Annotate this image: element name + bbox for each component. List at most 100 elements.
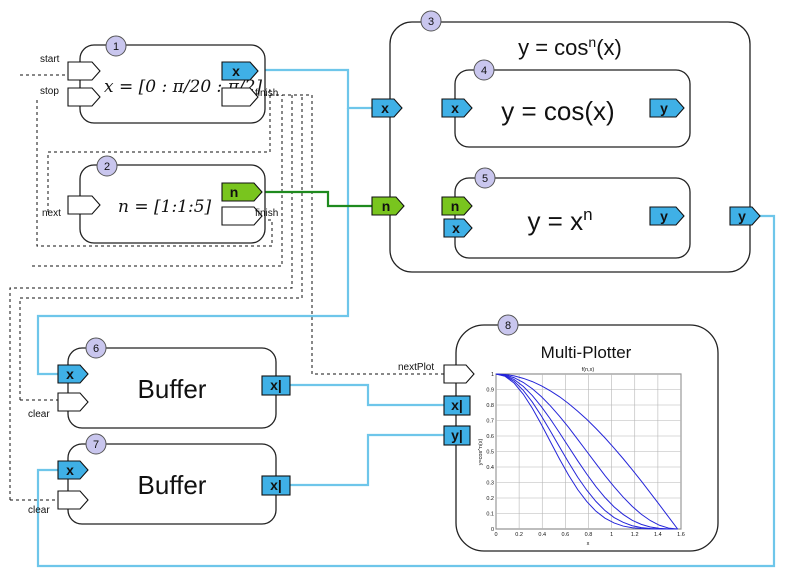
- cos-x-input-port[interactable]: [441, 98, 473, 118]
- start-label: start: [40, 54, 60, 65]
- power-n-input-port[interactable]: [441, 196, 473, 216]
- block-number-badge: [474, 167, 496, 189]
- y-tick-label: 0.3: [486, 481, 494, 487]
- control-wires: [9, 74, 446, 501]
- block-number-badge: [420, 10, 442, 32]
- power-x-input-port[interactable]: [443, 218, 473, 238]
- buffer-block-2[interactable]: Buffer 7 x clear x|: [28, 433, 291, 525]
- n-output-label: n: [230, 184, 239, 200]
- stop-label: stop: [40, 86, 59, 97]
- cosn-x-label: x: [381, 100, 389, 116]
- x-tick-label: 0.6: [562, 532, 570, 538]
- buffer-2-clear-input[interactable]: [57, 490, 89, 510]
- block-1-number: 1: [113, 41, 119, 53]
- start-input-port[interactable]: [67, 61, 101, 81]
- y-tick-label: 0.2: [486, 496, 494, 502]
- buffer-2-x-input[interactable]: [57, 460, 89, 480]
- y-tick-label: 0.5: [486, 450, 494, 456]
- multi-plotter-block[interactable]: Multi-Plotter 8 nextPlot x| y| f(n,x) x …: [398, 314, 719, 552]
- block-number-badge: [497, 314, 519, 336]
- block-7-number: 7: [93, 439, 99, 451]
- series-line-2: [495, 373, 678, 530]
- x-tick-label: 1.2: [631, 532, 639, 538]
- block-number-badge: [473, 59, 495, 81]
- cosn-x-input-port[interactable]: [371, 98, 403, 118]
- power-block[interactable]: y = xn 5 n x y: [441, 167, 691, 259]
- next-plot-label: nextPlot: [398, 362, 434, 373]
- cosn-n-input-port[interactable]: [371, 196, 405, 216]
- buffer-1-output-port[interactable]: [261, 375, 291, 396]
- x-output-port[interactable]: [221, 61, 259, 81]
- next-label: next: [42, 208, 61, 219]
- block-2-number: 2: [104, 161, 110, 173]
- y-tick-label: 0.8: [486, 403, 494, 409]
- x-tick-label: 0.4: [538, 532, 546, 538]
- buffer-1-title: Buffer: [138, 374, 207, 404]
- plotter-title: Multi-Plotter: [541, 343, 632, 362]
- finish-output-port[interactable]: [221, 87, 259, 107]
- power-y-label: y: [660, 208, 668, 224]
- chart-ylabel: y=cos^n(x): [478, 439, 484, 466]
- x-tick-label: 1: [610, 532, 613, 538]
- cosn-y-label: y: [738, 208, 746, 224]
- plotter-x-input[interactable]: [443, 395, 471, 416]
- power-x-label: x: [452, 220, 460, 236]
- buffer-1-x-input[interactable]: [57, 364, 89, 384]
- power-y-output-port[interactable]: [649, 206, 685, 226]
- buffer-1-clear-label: clear: [28, 409, 50, 420]
- next-input-port[interactable]: [67, 195, 101, 215]
- block-3-number: 3: [428, 16, 434, 28]
- buffer-1-x-label: x: [66, 366, 74, 382]
- cosn-n-label: n: [382, 198, 391, 214]
- buffer-block-1[interactable]: Buffer 6 x clear x|: [28, 337, 291, 429]
- block-number-badge: [96, 155, 118, 177]
- plotter-y-input[interactable]: [443, 425, 471, 446]
- x-tick-label: 1.6: [677, 532, 685, 538]
- finish-label-1: finish: [255, 88, 278, 99]
- buffer-2-output-label: x|: [270, 477, 282, 493]
- y-tick-label: 0.9: [486, 388, 494, 394]
- cos-y-output-port[interactable]: [649, 98, 685, 118]
- block-4-number: 4: [481, 65, 487, 77]
- power-title: y = xn: [527, 205, 592, 236]
- cos-x-label: x: [451, 100, 459, 116]
- block-5-number: 5: [482, 173, 488, 185]
- x-output-label: x: [232, 63, 240, 79]
- block-number-badge: [85, 433, 107, 455]
- finish-label-2: finish: [255, 208, 278, 219]
- series-line-4: [495, 373, 678, 530]
- series-line-1: [495, 373, 679, 530]
- series-line-3: [495, 373, 678, 530]
- cos-title: y = cos(x): [501, 96, 614, 126]
- block-8-number: 8: [505, 320, 511, 332]
- n-output-port[interactable]: [221, 182, 263, 202]
- range-block-n[interactable]: n = [1:1:5] 2 next n finish: [42, 155, 278, 244]
- plot-chart: f(n,x) x y=cos^n(x) 0 0.2 0.4 0.6 0.8 1 1.2 1.4…: [478, 367, 685, 547]
- cosn-y-output-port[interactable]: [729, 206, 761, 226]
- buffer-1-output-label: x|: [270, 377, 282, 393]
- y-tick-label: 0.7: [486, 419, 494, 425]
- chart-title: f(n,x): [582, 367, 595, 373]
- x-tick-label: 0.2: [515, 532, 523, 538]
- y-tick-label: 0.4: [486, 465, 494, 471]
- chart-xlabel: x: [587, 541, 590, 547]
- x-tick-label: 0.8: [585, 532, 593, 538]
- stop-input-port[interactable]: [67, 87, 101, 107]
- finish-output-port-2[interactable]: [221, 206, 263, 226]
- power-n-label: n: [451, 198, 460, 214]
- plotter-next-input[interactable]: [443, 364, 475, 384]
- x-tick-label: 0: [494, 532, 497, 538]
- plotter-x-label: x|: [451, 397, 463, 413]
- y-tick-label: 0.6: [486, 434, 494, 440]
- cos-block[interactable]: y = cos(x) 4 x y: [441, 59, 691, 148]
- block-number-badge: [105, 35, 127, 57]
- buffer-2-x-label: x: [66, 462, 74, 478]
- buffer-2-title: Buffer: [138, 470, 207, 500]
- range-block-x[interactable]: x = [0 : π/20 : π/2] 1 start stop x fini…: [40, 35, 278, 124]
- y-tick-label: 0: [491, 527, 494, 533]
- cos-y-label: y: [660, 100, 668, 116]
- buffer-2-output-port[interactable]: [261, 475, 291, 496]
- x-tick-label: 1.4: [654, 532, 662, 538]
- buffer-1-clear-input[interactable]: [57, 392, 89, 412]
